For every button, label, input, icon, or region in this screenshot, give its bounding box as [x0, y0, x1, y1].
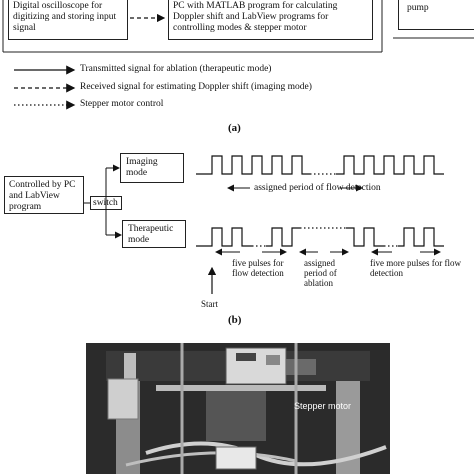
pump-box: pump — [398, 0, 474, 30]
oscilloscope-box: Digital oscilloscope for digitizing and … — [8, 0, 128, 40]
therapeutic-pulse-train-mid — [266, 227, 300, 247]
flow-period-label: assigned period of flow detection — [254, 183, 381, 193]
therapeutic-pulse-train-end — [398, 227, 444, 247]
therapeutic-box: Therapeutic mode — [122, 220, 186, 248]
therapeutic-pulse-train-right — [346, 227, 384, 247]
therapeutic-box-text: Therapeutic mode — [128, 224, 174, 245]
imaging-box-text: Imaging mode — [126, 157, 158, 178]
ablation-label: assigned period of ablation — [304, 258, 337, 288]
therapeutic-pulse-train-left — [196, 227, 252, 247]
legend-solid-label: Transmitted signal for ablation (therape… — [80, 64, 272, 74]
stepper-motor-label: Stepper motor — [294, 401, 352, 411]
imaging-box: Imaging mode — [120, 153, 184, 183]
pc-box: PC with MATLAB program for calculating D… — [168, 0, 373, 40]
five-pulses-label: five pulses for flow detection — [232, 258, 284, 278]
legend-dotted-label: Stepper motor control — [80, 99, 164, 109]
switch-box-text: switch — [93, 198, 118, 208]
controller-box: Controlled by PC and LabView program — [4, 176, 84, 214]
imaging-pulse-train-right — [336, 155, 444, 175]
five-more-label: five more pulses for flow detection — [370, 258, 461, 278]
pump-box-text: pump — [407, 3, 429, 13]
caption-a: (a) — [228, 122, 241, 134]
controller-box-text: Controlled by PC and LabView program — [9, 180, 76, 212]
apparatus-photo-drawing — [86, 343, 390, 474]
caption-b: (b) — [228, 314, 242, 326]
imaging-pulse-train-left — [196, 155, 310, 175]
apparatus-photo: Stepper motor — [86, 343, 390, 474]
start-label: Start — [201, 299, 218, 309]
legend-dashed-label: Received signal for estimating Doppler s… — [80, 82, 312, 92]
oscilloscope-box-text: Digital oscilloscope for digitizing and … — [13, 1, 117, 33]
pc-box-text: PC with MATLAB program for calculating D… — [173, 1, 338, 33]
